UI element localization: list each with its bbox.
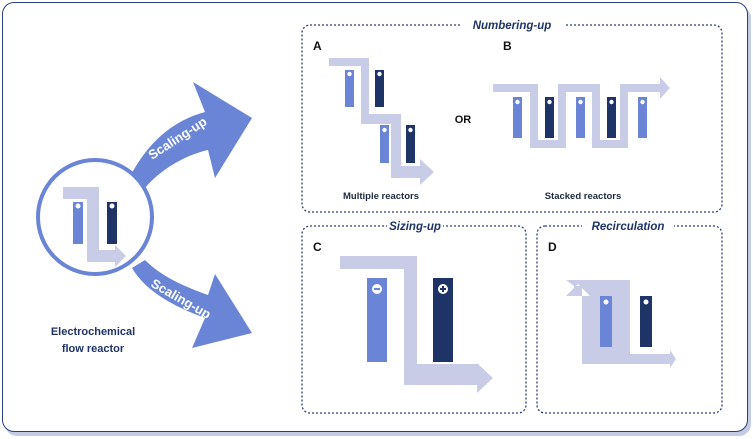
numbering-up-title: Numbering-up (473, 20, 552, 32)
panel-c-flow-arrow (340, 256, 493, 393)
panel-d-flow-arrow (566, 280, 676, 368)
anode (513, 97, 522, 138)
panel-b-flow-arrow (493, 77, 670, 148)
panel-a-flow-arrow (329, 58, 434, 185)
main-cathode (107, 202, 117, 244)
panel-a-letter: A (313, 39, 322, 53)
plus-sign-icon (609, 99, 614, 105)
panel-b-caption: Stacked reactors (545, 191, 622, 202)
recirculation-box: Recirculation D (536, 218, 723, 414)
plus-sign-icon (643, 299, 649, 305)
minus-sign-icon (347, 71, 352, 77)
panel-b-letter: B (503, 39, 512, 53)
panel-d-anode (600, 296, 612, 347)
scaling-up-arrow-bottom (132, 260, 252, 348)
anode (638, 97, 647, 138)
panel-d-letter: D (548, 240, 557, 254)
minus-sign-icon (515, 99, 520, 105)
plus-sign-icon (109, 203, 115, 209)
panel-a: A Multiple reactors (313, 39, 434, 202)
sizing-up-box: Sizing-up C (301, 218, 527, 414)
recirculation-title: Recirculation (592, 221, 665, 233)
main-anode (73, 202, 83, 244)
plus-sign-icon (377, 71, 382, 77)
numbering-up-box: Numbering-up (301, 17, 723, 213)
anode (345, 70, 354, 107)
plus-sign-icon (547, 99, 552, 105)
scaling-up-arrow-top (132, 82, 252, 188)
panel-c-letter: C (313, 240, 322, 254)
cathode (406, 125, 415, 163)
cathode (375, 70, 384, 107)
panel-c-cathode (433, 278, 453, 362)
main-reactor-circle (36, 158, 154, 276)
panel-c-anode (367, 278, 387, 362)
panel-d-cathode (640, 296, 652, 347)
reactor-label-line2: flow reactor (62, 343, 125, 355)
panel-b: B Stacked reactors (493, 39, 670, 202)
cathode (545, 97, 554, 138)
minus-sign-icon (603, 299, 609, 305)
anode (380, 125, 389, 163)
minus-sign-icon (640, 99, 645, 105)
or-label: OR (455, 114, 472, 126)
main-flow-arrow (63, 187, 126, 267)
plus-sign-icon (408, 127, 413, 133)
cathode (607, 97, 616, 138)
reactor-label-line1: Electrochemical (51, 326, 135, 338)
minus-sign-icon (382, 127, 387, 133)
minus-sign-icon (578, 99, 583, 105)
panel-a-caption: Multiple reactors (343, 191, 419, 202)
minus-sign-icon (75, 203, 81, 209)
sizing-up-title: Sizing-up (389, 221, 441, 233)
anode (576, 97, 585, 138)
